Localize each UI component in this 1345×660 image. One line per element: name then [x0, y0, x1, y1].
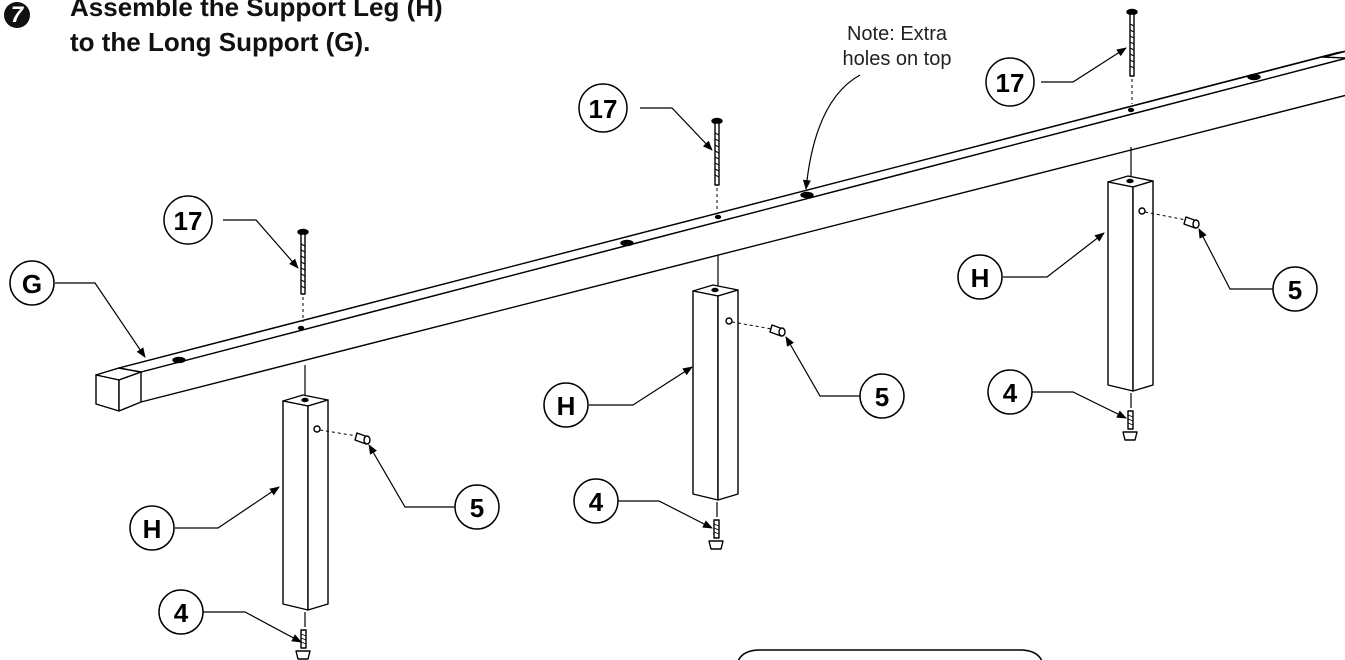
dowel-pin: [769, 324, 786, 337]
callout-17-left: 17: [163, 195, 213, 245]
callout-4-right-label: 4: [1003, 378, 1018, 408]
callout-h-left-label: H: [143, 514, 162, 544]
callout-17-middle-label: 17: [589, 94, 618, 124]
callout-5-left: 5: [454, 484, 500, 530]
callout-17-right: 17: [985, 57, 1035, 107]
callout-5-left-label: 5: [470, 493, 484, 523]
foot-glide-left: [295, 629, 311, 660]
callout-g: G: [9, 260, 55, 306]
callout-h-left: H: [129, 505, 175, 551]
callout-4-right: 4: [987, 369, 1033, 415]
screw-left: [297, 228, 309, 322]
callout-4-left-label: 4: [174, 598, 189, 628]
callout-5-middle-label: 5: [875, 382, 889, 412]
callout-17-left-label: 17: [174, 206, 203, 236]
callout-h-middle-label: H: [557, 391, 576, 421]
support-leg-right: [1107, 147, 1200, 408]
callout-4-middle-label: 4: [589, 487, 604, 517]
callout-h-right-label: H: [971, 263, 990, 293]
step-title-line-2: to the Long Support (G).: [70, 27, 371, 57]
extra-holes-note: Note: Extra holes on top: [843, 23, 952, 70]
dowel-pin: [354, 432, 371, 445]
callout-4-middle: 4: [573, 478, 619, 524]
note-line-2: holes on top: [843, 48, 952, 70]
beam-hole: [714, 214, 722, 220]
callout-h-right: H: [957, 254, 1003, 300]
callout-h-middle: H: [543, 382, 589, 428]
callout-5-middle: 5: [859, 373, 905, 419]
step-number-badge: 7: [4, 2, 30, 28]
dowel-pin: [1183, 216, 1200, 229]
support-leg-middle: [692, 255, 786, 517]
bottom-panel-edge: [737, 649, 1043, 660]
callout-g-label: G: [22, 269, 42, 299]
callout-17-middle: 17: [578, 83, 628, 133]
foot-glide-right: [1122, 410, 1138, 441]
screw-middle: [711, 117, 723, 211]
callout-5-right-label: 5: [1288, 275, 1302, 305]
beam-hole: [297, 325, 305, 331]
callout-4-left: 4: [158, 589, 204, 635]
beam-hole: [620, 239, 634, 247]
beam-hole: [172, 356, 186, 364]
long-support-beam: [95, 50, 1345, 412]
note-line-1: Note: Extra: [847, 23, 948, 45]
foot-glide-middle: [708, 519, 724, 550]
callout-5-right: 5: [1272, 266, 1318, 312]
screw-right: [1126, 8, 1138, 104]
support-leg-left: [282, 365, 371, 627]
beam-hole: [1247, 73, 1261, 81]
beam-hole: [1127, 107, 1135, 113]
callout-17-right-label: 17: [996, 68, 1025, 98]
step-title-line-1: Assemble the Support Leg (H): [70, 0, 443, 22]
beam-hole: [800, 191, 814, 199]
